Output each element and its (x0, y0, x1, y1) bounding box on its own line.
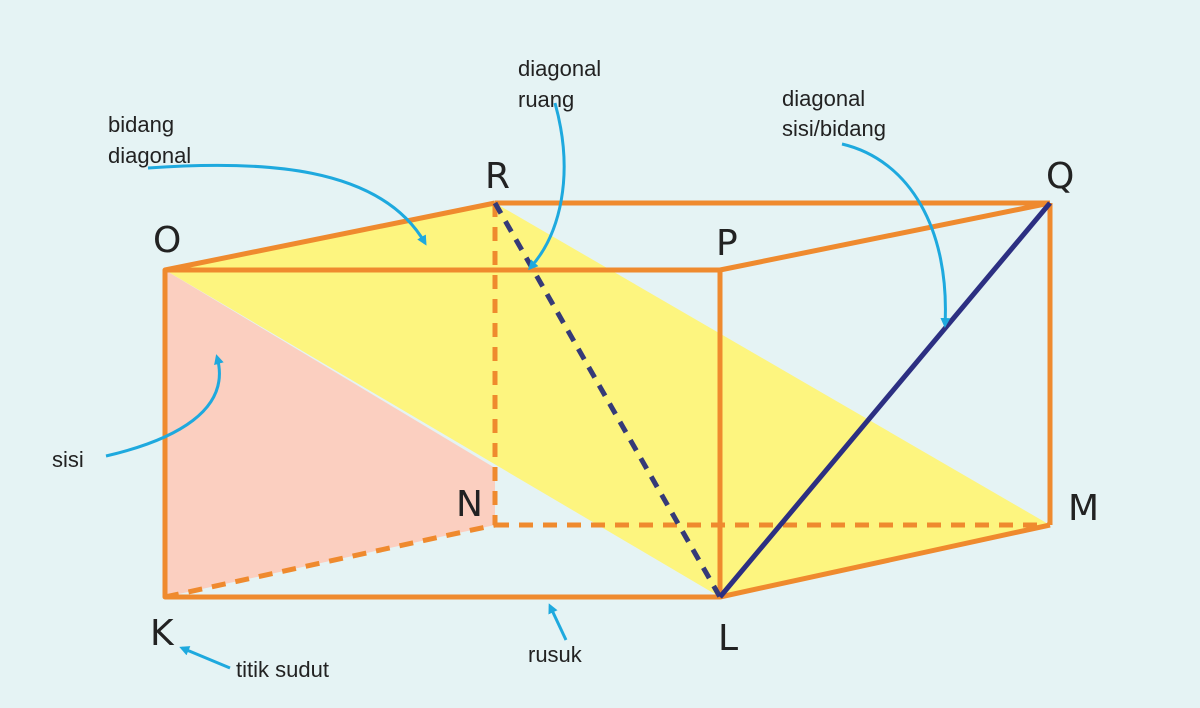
arrow-bidang-diagonal (147, 163, 427, 246)
label-bidang-diagonal-line2: diagonal (108, 143, 191, 168)
vertex-label-L: L (718, 618, 738, 659)
vertex-label-K: K (150, 613, 175, 654)
label-diagonal-sisi-line2: sisi/bidang (782, 116, 886, 141)
label-rusuk: rusuk (528, 642, 583, 667)
label-bidang-diagonal-line1: bidang (108, 112, 174, 137)
face-shading (165, 270, 495, 597)
vertex-label-P: P (716, 223, 738, 264)
label-diagonal-ruang-line1: diagonal (518, 56, 601, 81)
label-diagonal-sisi-line1: diagonal (782, 86, 865, 111)
vertex-label-R: R (485, 156, 510, 197)
diagonal-plane (165, 203, 1050, 597)
face-diagonal-LQ (718, 201, 1052, 599)
label-titik-sudut: titik sudut (236, 657, 329, 682)
edge-KN (164, 522, 496, 600)
edge-PQ (719, 200, 1051, 273)
label-sisi: sisi (52, 447, 84, 472)
edge-LM (719, 522, 1051, 600)
arrow-diagonal-ruang (527, 102, 566, 271)
space-diagonal-RL (492, 201, 723, 599)
hidden-edges (164, 203, 1050, 600)
label-diagonal-ruang-line2: ruang (518, 87, 574, 112)
arrow-titik-sudut (179, 646, 231, 670)
arrow-sisi (105, 354, 224, 458)
edge-OR (164, 200, 496, 273)
vertex-label-O: O (153, 220, 181, 261)
vertex-label-M: M (1068, 488, 1099, 529)
vertex-label-Q: Q (1046, 156, 1074, 197)
arrow-rusuk (548, 603, 568, 641)
pointer-arrows (105, 102, 951, 670)
vertex-label-N: N (456, 484, 483, 525)
arrow-diagonal-sisi (841, 142, 951, 328)
